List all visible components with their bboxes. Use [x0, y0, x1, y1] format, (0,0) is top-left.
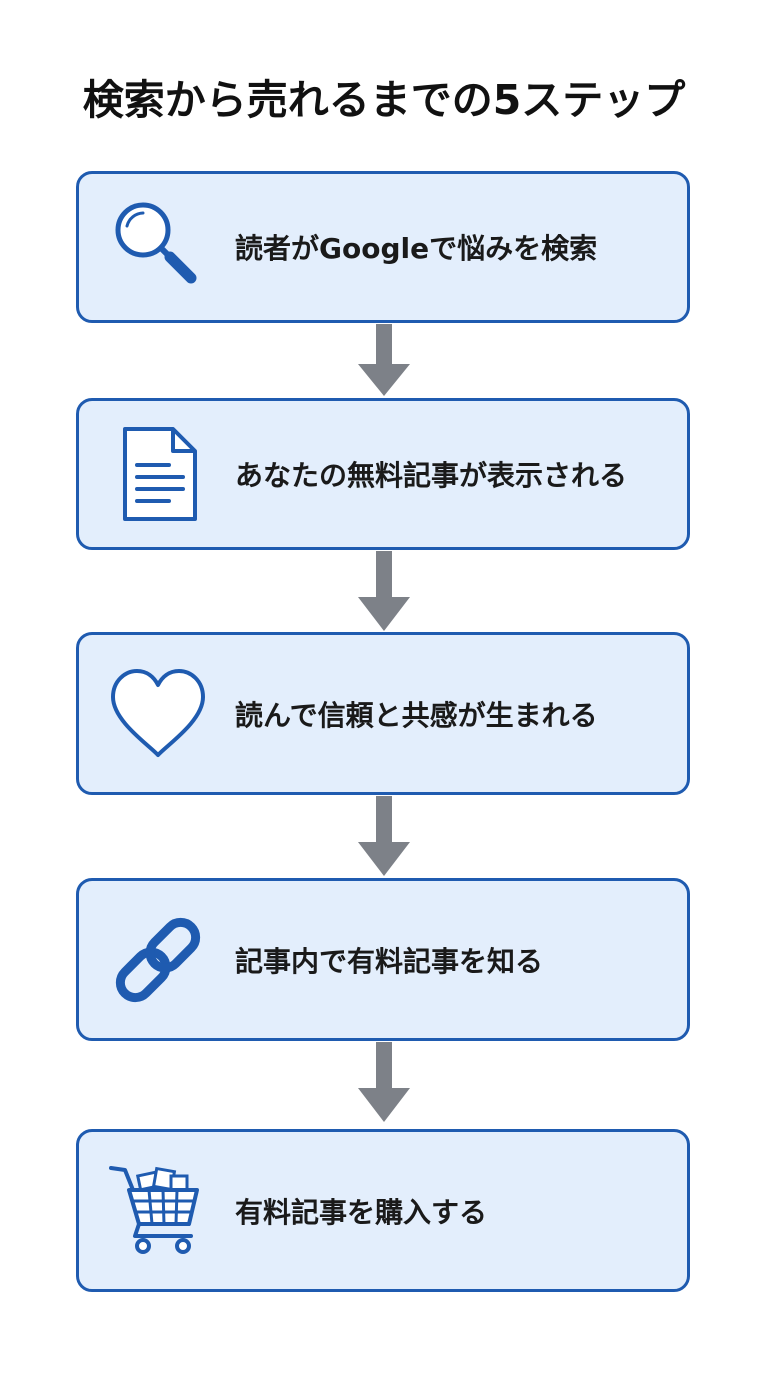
arrow-down-icon	[358, 1042, 410, 1122]
step-4-label: 記事内で有料記事を知る	[235, 944, 544, 978]
link-icon	[103, 905, 213, 1015]
step-3-label: 読んで信頼と共感が生まれる	[235, 698, 598, 732]
step-2-label: あなたの無料記事が表示される	[235, 459, 628, 492]
step-4-box: 記事内で有料記事を知る	[76, 878, 690, 1041]
step-5-box: 有料記事を購入する	[76, 1129, 690, 1292]
shopping-cart-icon	[103, 1156, 213, 1266]
page-title: 検索から売れるまでの5ステップ	[82, 76, 686, 124]
step-5-label: 有料記事を購入する	[235, 1195, 488, 1229]
step-1-label: 読者がGoogleで悩みを検索	[235, 232, 598, 265]
arrow-down-icon	[358, 796, 410, 876]
step-2-box: あなたの無料記事が表示される	[76, 398, 690, 550]
heart-icon	[103, 659, 213, 769]
step-3-box: 読んで信頼と共感が生まれる	[76, 632, 690, 795]
step-1-box: 読者がGoogleで悩みを検索	[76, 171, 690, 323]
arrow-down-icon	[358, 551, 410, 631]
magnifier-icon	[103, 192, 213, 302]
arrow-down-icon	[358, 324, 410, 396]
document-icon	[103, 419, 213, 529]
